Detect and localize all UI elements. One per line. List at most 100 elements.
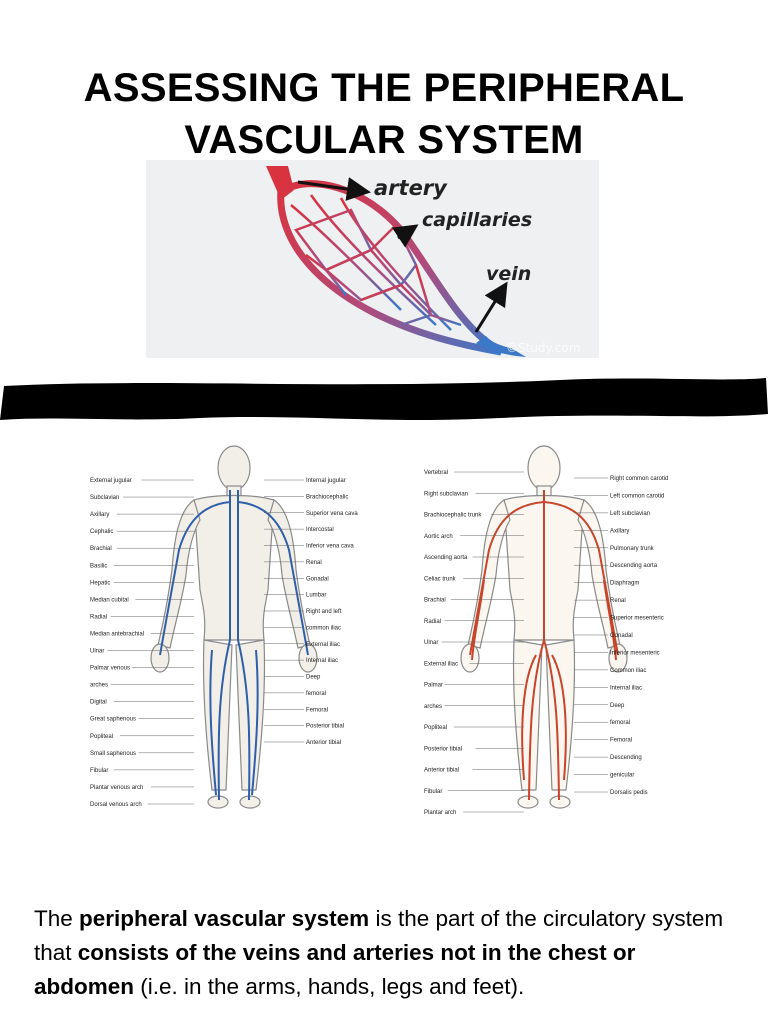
arterial-left-label: Ulnar: [424, 640, 438, 646]
venous-left-label: Dorsal venous arch: [90, 802, 142, 808]
redaction-bar: [0, 372, 768, 440]
venous-left-label: Small saphenous: [90, 751, 136, 757]
capillary-diagram: artery capillaries vein ©Study.com: [146, 160, 599, 358]
para-bold-2: consists of the veins and arteries not i…: [34, 940, 636, 999]
arterial-left-label: Plantar arch: [424, 810, 456, 816]
arterial-right-label: Femoral: [610, 738, 632, 744]
venous-right-label: Intercostal: [306, 527, 334, 533]
arterial-left-label: arches: [424, 704, 442, 710]
venous-left-label: Basilic: [90, 563, 107, 569]
arterial-right-label: Deep: [610, 703, 625, 709]
arterial-right-label: Axillary: [610, 528, 629, 534]
vein-label: vein: [486, 263, 531, 285]
arterial-left-label: Popliteal: [424, 725, 447, 731]
capillary-diagram-svg: artery capillaries vein ©Study.com: [266, 166, 580, 357]
venous-right-label: femoral: [306, 691, 326, 697]
venous-left-label: Palmar venous: [90, 666, 130, 672]
venous-left-label: Brachial: [90, 546, 112, 552]
arterial-right-label: Pulmonary trunk: [610, 546, 655, 552]
para-text-3: (i.e. in the arms, hands, legs and feet)…: [134, 974, 525, 999]
venous-labels: External jugularSubclavianAxillaryCephal…: [90, 478, 358, 808]
arterial-right-label: genicular: [610, 773, 634, 779]
arterial-left-label: Posterior tibial: [424, 746, 462, 752]
arterial-left-label: External iliac: [424, 661, 458, 667]
venous-body: [150, 445, 318, 809]
title-line-1: ASSESSING THE PERIPHERAL: [83, 66, 685, 110]
venous-left-label: Axillary: [90, 512, 109, 518]
title-line-2: VASCULAR SYSTEM: [184, 118, 584, 162]
arterial-right-label: Inferior mesenteric: [610, 650, 660, 656]
venous-left-label: Subclavian: [90, 495, 119, 501]
arterial-left-label: Anterior tibial: [424, 768, 459, 774]
venous-right-label: Brachiocephalic: [306, 494, 348, 500]
description-paragraph: The peripheral vascular system is the pa…: [34, 902, 734, 1004]
arterial-right-label: Left common carotid: [610, 493, 664, 499]
watermark: ©Study.com: [506, 341, 580, 355]
artery-pointer: [297, 177, 371, 201]
para-text-2: is the part of the circulatory system th…: [34, 906, 724, 965]
arterial-network: [469, 490, 619, 801]
arterial-right-label: Dorsalis pedis: [610, 790, 648, 796]
arterial-right-label: Common iliac: [610, 668, 646, 674]
page-title: ASSESSING THE PERIPHERAL VASCULAR SYSTEM: [0, 62, 768, 166]
arterial-right-label: Right common carotid: [610, 476, 668, 482]
venous-right-label: Anterior tibial: [306, 740, 341, 746]
venous-left-label: arches: [90, 683, 108, 689]
venous-right-label: common iliac: [306, 625, 341, 631]
arterial-left-label: Palmar: [424, 683, 443, 689]
venous-right-label: Internal iliac: [306, 658, 338, 664]
venous-left-label: Popliteal: [90, 734, 113, 740]
venous-left-label: Hepatic: [90, 580, 110, 586]
arterial-right-label: Internal iliac: [610, 685, 642, 691]
arterial-left-label: Radial: [424, 619, 441, 625]
venous-left-label: Median antebrachial: [90, 631, 144, 637]
arterial-right-label: Superior mesenteric: [610, 616, 664, 622]
venous-right-label: External iliac: [306, 642, 340, 648]
arterial-right-label: Renal: [610, 598, 626, 604]
artery-label: artery: [374, 176, 448, 200]
arterial-right-label: Descending: [610, 755, 642, 761]
vascular-body-svg: External jugularSubclavianAxillaryCephal…: [90, 445, 668, 816]
arterial-right-label: Left subclavian: [610, 511, 650, 517]
arterial-left-label: Right subclavian: [424, 491, 468, 497]
arterial-left-label: Brachiocephalic trunk: [424, 513, 482, 519]
arterial-right-label: Diaphragm: [610, 581, 639, 587]
venous-right-label: Renal: [306, 560, 322, 566]
venous-right-label: Right and left: [306, 609, 342, 615]
venous-left-label: Ulnar: [90, 649, 104, 655]
venous-right-label: Deep: [306, 675, 321, 681]
venous-left-label: External jugular: [90, 478, 132, 484]
venous-left-label: Cephalic: [90, 529, 113, 535]
vein-vessel: [476, 336, 526, 357]
arterial-body: [460, 445, 628, 809]
capillary-network: [290, 194, 462, 331]
para-bold-1: peripheral vascular system: [79, 906, 370, 931]
venous-right-label: Femoral: [306, 707, 328, 713]
venous-left-label: Digital: [90, 700, 107, 706]
arterial-left-label: Vertebral: [424, 470, 448, 476]
vein-pointer: [474, 281, 508, 333]
venous-right-label: Lumbar: [306, 593, 326, 599]
arterial-left-label: Brachial: [424, 598, 446, 604]
venous-left-label: Fibular: [90, 768, 108, 774]
arterial-left-label: Aortic arch: [424, 534, 453, 540]
arterial-right-label: Gonadal: [610, 633, 633, 639]
para-text-1: The: [34, 906, 80, 931]
arterial-left-label: Fibular: [424, 789, 442, 795]
venous-left-label: Radial: [90, 614, 107, 620]
venous-left-label: Median cubital: [90, 597, 129, 603]
venous-left-label: Great saphenous: [90, 717, 136, 723]
venous-right-label: Gonadal: [306, 576, 329, 582]
arterial-left-label: Celiac trunk: [424, 576, 457, 582]
arterial-right-label: Descending aorta: [610, 563, 658, 569]
venous-right-label: Superior vena cava: [306, 511, 358, 517]
capillaries-label: capillaries: [422, 209, 532, 231]
arterial-right-label: femoral: [610, 720, 630, 726]
venous-left-label: Plantar venous arch: [90, 785, 143, 791]
capillaries-pointer: [391, 224, 419, 248]
venous-right-label: Inferior vena cava: [306, 544, 354, 550]
arterial-left-label: Ascending aorta: [424, 555, 468, 561]
venous-right-label: Posterior tibial: [306, 724, 344, 730]
venous-right-label: Internal jugular: [306, 478, 346, 484]
